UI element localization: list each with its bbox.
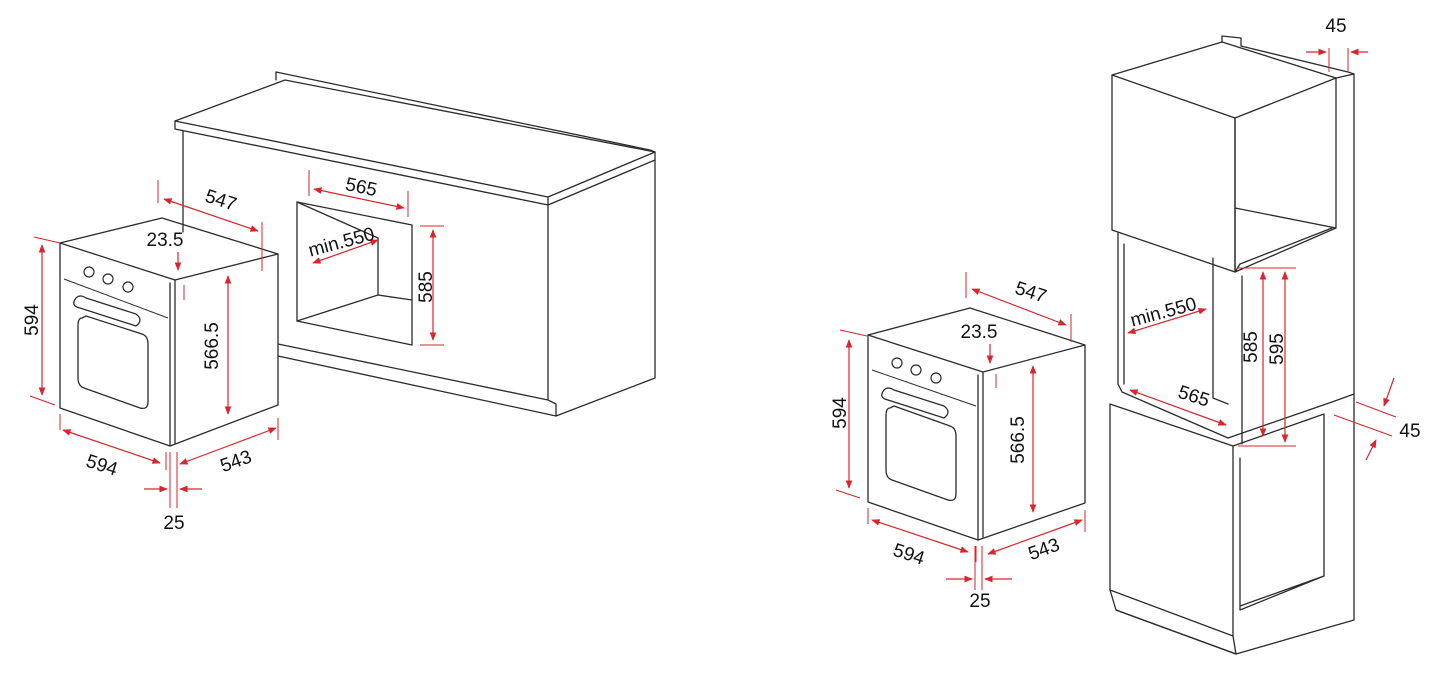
dim-594-width-label: 594 xyxy=(890,540,927,570)
knob-icon xyxy=(102,273,114,285)
countertop-top xyxy=(174,79,656,198)
countertop-front-edge xyxy=(174,120,549,206)
dim-min550-label: min.550 xyxy=(306,224,377,262)
upper-door xyxy=(1111,74,1236,273)
left-oven xyxy=(59,217,279,447)
knob-icon xyxy=(122,281,134,293)
dim-594-width-label: 594 xyxy=(83,451,120,481)
niche-left-edge xyxy=(1117,232,1125,385)
oven-front-face xyxy=(59,242,171,447)
dim-25-label: 25 xyxy=(969,591,990,612)
dim-543-label: 543 xyxy=(218,447,255,478)
undercounter-cabinet xyxy=(174,71,656,417)
left-dimensions: 547 23.5 594 566.5 594 543 25 565 min.55… xyxy=(22,170,444,534)
lower-compartment xyxy=(1232,413,1325,611)
niche-inner-back xyxy=(296,201,413,322)
oven-side-face xyxy=(977,344,1086,541)
dim-566-5-label: 566.5 xyxy=(202,322,223,370)
dim-594-height-label: 594 xyxy=(830,397,851,429)
dim-565-label: 565 xyxy=(1175,382,1212,412)
dim-585-label: 585 xyxy=(416,271,437,303)
door-handle-icon xyxy=(73,295,141,327)
knob-icon xyxy=(910,364,922,376)
dim-585-label: 585 xyxy=(1241,331,1262,363)
knob-icon xyxy=(891,357,903,369)
door-handle-icon xyxy=(881,387,949,419)
right-oven xyxy=(867,307,1086,541)
oven-window xyxy=(885,405,957,502)
dim-min550-label: min.550 xyxy=(1128,294,1199,332)
cabinet-top-back xyxy=(1221,35,1355,75)
control-panel-divider xyxy=(63,278,169,319)
dim-565-label: 565 xyxy=(343,174,378,201)
dim-566-5-label: 566.5 xyxy=(1008,416,1029,464)
cabinet-top xyxy=(1111,41,1337,119)
plinth xyxy=(1109,589,1237,655)
dim-23-5-label: 23.5 xyxy=(961,322,998,343)
dim-594-height-label: 594 xyxy=(22,304,43,336)
niche-opening xyxy=(296,201,413,346)
knob-icon xyxy=(83,266,95,278)
dim-25-label: 25 xyxy=(163,513,184,534)
oven-side-face xyxy=(169,253,279,447)
right-dimensions: 547 23.5 594 566.5 594 543 25 min.550 56… xyxy=(830,16,1421,612)
backsplash xyxy=(275,71,656,153)
cabinet-plinth xyxy=(277,343,557,417)
upper-compartment xyxy=(1234,77,1337,273)
knob-icon xyxy=(930,372,942,384)
countertop-side-edge xyxy=(547,151,656,206)
niche-floor xyxy=(1117,383,1355,439)
control-panel-divider xyxy=(871,369,977,407)
dim-45-bottom-label: 45 xyxy=(1399,421,1420,442)
oven-window xyxy=(77,315,149,410)
dim-543-label: 543 xyxy=(1026,535,1063,566)
dim-23-5-label: 23.5 xyxy=(147,230,184,251)
tall-cabinet xyxy=(1109,35,1355,655)
dim-547-label: 547 xyxy=(202,186,239,216)
dim-547-label: 547 xyxy=(1012,278,1049,308)
dim-595-label: 595 xyxy=(1267,333,1288,365)
dim-45-top-label: 45 xyxy=(1325,16,1346,37)
lower-door xyxy=(1109,403,1234,637)
cabinet-right-side xyxy=(547,159,656,417)
